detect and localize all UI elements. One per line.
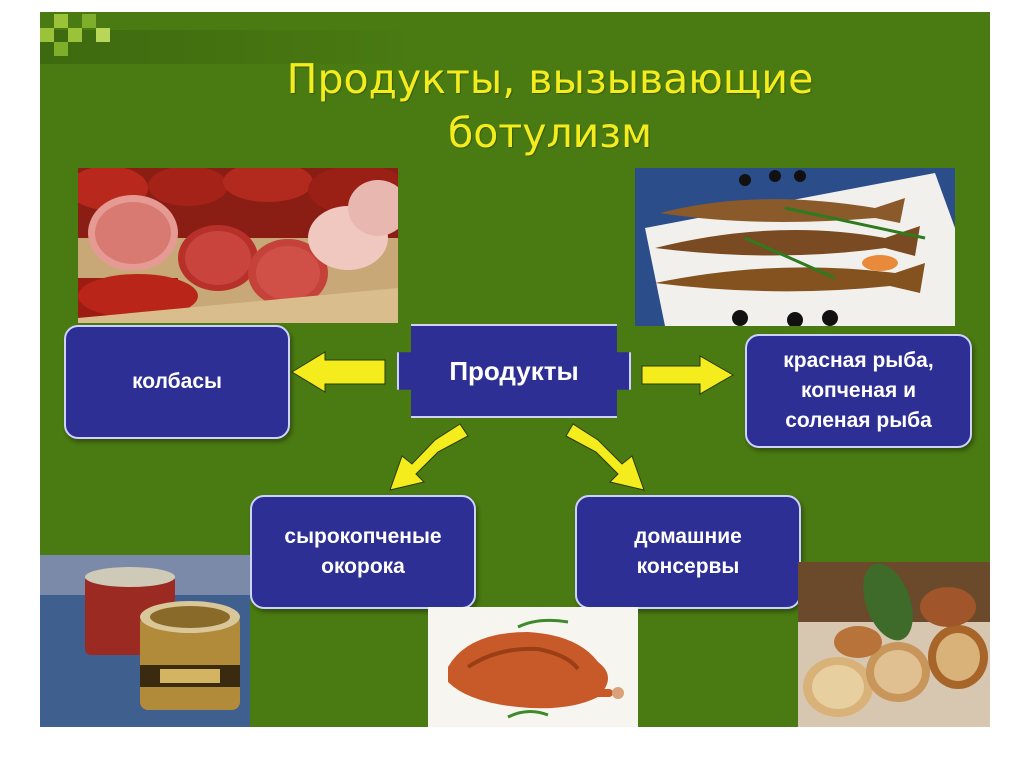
node-products-label: Продукты [449, 355, 579, 386]
node-canned: домашние консервы [575, 495, 801, 609]
slide: Продукты, вызывающие ботулизм [40, 12, 990, 727]
node-sausages: колбасы [64, 325, 290, 439]
node-sausages-label: колбасы [132, 370, 222, 393]
arrow-down-left [389, 423, 469, 491]
node-products-center: Продукты [397, 324, 631, 418]
node-canned-line1: домашние [634, 525, 742, 548]
canned-fish-photo [40, 555, 250, 727]
node-fish-line3: соленая рыба [785, 409, 932, 432]
arrow-right [641, 355, 735, 395]
corner-checker-decoration [40, 12, 120, 72]
arrow-down-right [565, 423, 645, 491]
node-fish-line2: копченая и [801, 379, 916, 402]
meat-rolls-photo [798, 562, 990, 727]
node-fish: красная рыба, копченая и соленая рыба [745, 334, 972, 448]
smoked-chicken-photo [428, 607, 638, 727]
slide-title: Продукты, вызывающие ботулизм [286, 55, 814, 157]
title-band [40, 30, 990, 64]
node-ham: сырокопченые окорока [250, 495, 476, 609]
smoked-fish-photo [635, 168, 955, 326]
sausages-photo [78, 168, 398, 323]
node-ham-line1: сырокопченые [284, 525, 442, 548]
node-fish-line1: красная рыба, [783, 349, 934, 372]
arrow-left [291, 351, 386, 393]
node-ham-line2: окорока [321, 555, 405, 578]
node-canned-line2: консервы [636, 555, 740, 578]
